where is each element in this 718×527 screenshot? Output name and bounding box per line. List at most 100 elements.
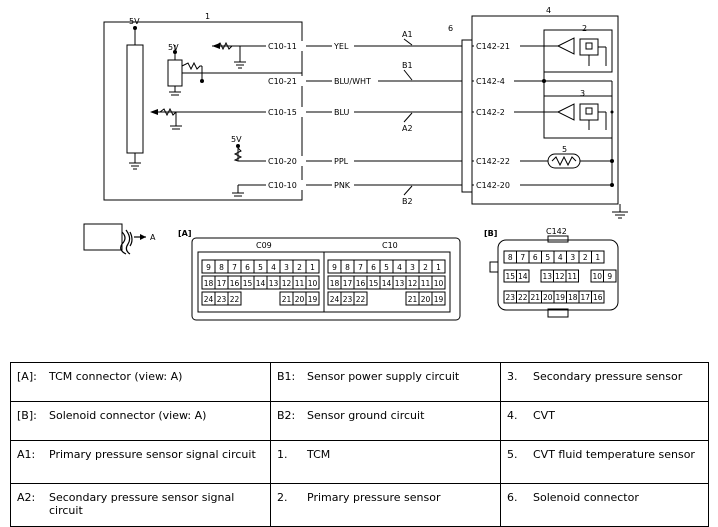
legend-row: [B]:Solenoid connector (view: A)B2:Senso… [10, 401, 709, 441]
connector-pin-number: 8 [345, 263, 350, 272]
connector-pin-cell [591, 250, 605, 264]
legend-value: Secondary pressure sensor [533, 370, 683, 383]
solenoid-pin-label: C142-21 [476, 42, 510, 51]
connector-pin-cell [431, 275, 446, 290]
tcm-pin-label: C10-20 [268, 157, 297, 166]
connector-pin-number: 24 [330, 295, 340, 304]
supply-label-c: 5V [231, 135, 242, 144]
connector-pin-number: 11 [567, 272, 577, 281]
connector-pin-number: 23 [505, 293, 515, 302]
wire-color-label: YEL [333, 42, 349, 51]
cvt-number: 4 [546, 6, 551, 15]
legend-key: 6. [507, 491, 518, 504]
solenoid-pin-label: C142-2 [476, 108, 505, 117]
secondary-sensor-number: 3 [580, 89, 585, 98]
fluid-sensor-number: 5 [562, 145, 567, 154]
primary-sensor-number: 2 [582, 24, 587, 33]
connector-pin-number: 9 [206, 263, 211, 272]
tcm-internal-bar [126, 44, 144, 154]
connector-pin-cell [603, 269, 617, 283]
legend-value: Sensor ground circuit [307, 409, 425, 422]
circuit-label: A2 [402, 124, 413, 133]
tcm-pin-label: C10-11 [268, 42, 297, 51]
connector-pin-cell [305, 259, 320, 274]
fluid-temperature-sensor [547, 153, 581, 169]
connector-pin-number: 9 [332, 263, 337, 272]
legend-key: [A]: [17, 370, 37, 383]
legend-row: A1:Primary pressure sensor signal circui… [10, 440, 709, 484]
legend-value: TCM [307, 448, 331, 461]
connector-pin-number: 12 [282, 279, 292, 288]
legend-key: 2. [277, 491, 288, 504]
connector-pin-number: 10 [308, 279, 318, 288]
connector-pin-number: 18 [204, 279, 214, 288]
legend-cell: B2:Sensor ground circuit [270, 401, 501, 441]
connector-pin-number: 13 [269, 279, 279, 288]
connector-pin-number: 10 [592, 272, 602, 281]
connector-pin-number: 7 [232, 263, 237, 272]
connector-pin-number: 17 [217, 279, 227, 288]
connector-pin-number: 2 [423, 263, 428, 272]
legend-cell: 4.CVT [500, 401, 709, 441]
connector-pin-number: 1 [595, 253, 600, 262]
connector-pin-number: 13 [542, 272, 552, 281]
connector-pin-number: 22 [356, 295, 366, 304]
connector-pin-number: 12 [408, 279, 418, 288]
connector-pin-number: 19 [434, 295, 444, 304]
connector-pin-number: 5 [384, 263, 389, 272]
connector-pin-number: 21 [530, 293, 540, 302]
connector-pin-number: 3 [410, 263, 415, 272]
solenoid-pin-label: C142-4 [476, 77, 505, 86]
legend-value: CVT [533, 409, 555, 422]
legend-cell: 5.CVT fluid temperature sensor [500, 440, 709, 484]
connector-pin-number: 13 [395, 279, 405, 288]
connector-pin-cell [516, 269, 530, 283]
connector-pin-number: 8 [219, 263, 224, 272]
legend-row: A2:Secondary pressure sensor signal circ… [10, 483, 709, 527]
connector-pin-number: 6 [533, 253, 538, 262]
legend-cell: 6. Solenoid connector [500, 483, 709, 527]
legend-cell: B1: Sensor power supply circuit [270, 362, 501, 402]
connector-view-icon [83, 223, 123, 251]
connector-pin-number: 3 [570, 253, 575, 262]
connector-pin-number: 10 [434, 279, 444, 288]
circuit-label: B1 [402, 61, 413, 70]
solenoid-connector-number: 6 [448, 24, 453, 33]
tcm-pin-label: C10-15 [268, 108, 297, 117]
connector-pin-number: 16 [593, 293, 603, 302]
tcm-connector-tag: [A] [178, 229, 192, 238]
tcm-connector-view [191, 237, 461, 321]
connector-pin-number: 22 [518, 293, 528, 302]
connector-pin-number: 18 [330, 279, 340, 288]
legend-value: Solenoid connector [533, 491, 639, 504]
connector-pin-number: 17 [343, 279, 353, 288]
tcm-pin-label: C10-21 [268, 77, 297, 86]
connector-pin-number: 23 [217, 295, 227, 304]
legend-key: 5. [507, 448, 518, 461]
legend-value: Sensor power supply circuit [307, 370, 460, 383]
tcm-number: 1 [205, 12, 210, 21]
connector-pin-number: 21 [282, 295, 292, 304]
connector-pin-cell [305, 275, 320, 290]
primary-pressure-sensor [543, 29, 613, 73]
connector-pin-number: 4 [558, 253, 563, 262]
connector-pin-cell [591, 290, 605, 304]
connector-pin-number: 5 [258, 263, 263, 272]
connector-pin-number: 22 [230, 295, 240, 304]
tcm-pin-label: C10-10 [268, 181, 297, 190]
connector-pin-number: 6 [371, 263, 376, 272]
connector-pin-number: 4 [271, 263, 276, 272]
connector-pin-number: 17 [580, 293, 590, 302]
connector-pin-number: 15 [243, 279, 253, 288]
connector-pin-cell [305, 291, 320, 306]
connector-pin-number: 1 [310, 263, 315, 272]
legend-value: TCM connector (view: A) [49, 370, 183, 383]
solenoid-connector-bar [461, 39, 473, 193]
legend-key: B1: [277, 370, 296, 383]
connector-pin-number: 20 [543, 293, 553, 302]
circuit-label: A1 [402, 30, 413, 39]
connector-pin-number: 6 [245, 263, 250, 272]
connector-pin-number: 14 [256, 279, 266, 288]
solenoid-pin-label: C142-20 [476, 181, 510, 190]
